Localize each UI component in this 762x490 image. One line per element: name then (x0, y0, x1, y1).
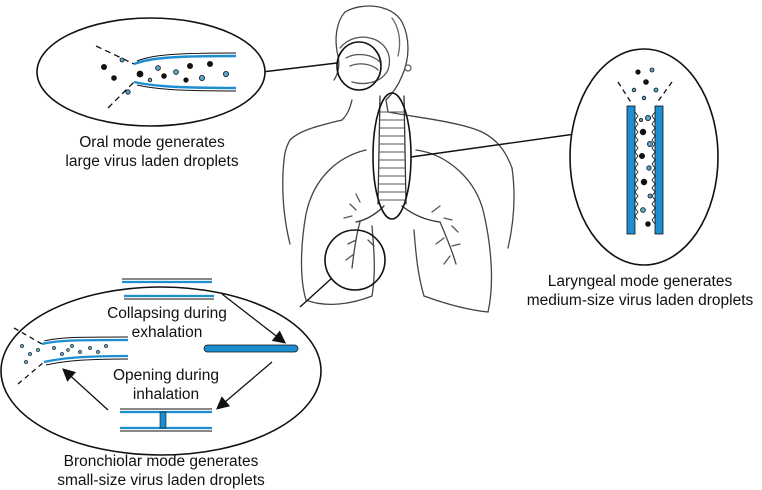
bronchiole-highlight-circle (324, 229, 386, 291)
human-torso-icon (282, 5, 515, 313)
laryngeal-droplets (631, 67, 659, 227)
collapsed-bronchiole (203, 344, 299, 353)
trachea-highlight-oval (372, 92, 412, 220)
oral-connector-line (261, 62, 338, 73)
oral-droplets (101, 57, 229, 95)
bronchiolar-mode-caption: Bronchiolar mode generates small-size vi… (36, 452, 286, 490)
collapsing-caption-line2: exhalation (131, 324, 203, 341)
bronchiolar-droplets (20, 344, 108, 364)
laryngeal-caption-line1: Laryngeal mode generates (547, 273, 733, 290)
oral-airway-lower-wall (133, 80, 237, 90)
opening-caption: Opening during inhalation (110, 366, 222, 404)
collapse-arrow (221, 293, 287, 344)
laryngeal-caption-line2: medium-size virus laden droplets (526, 292, 754, 309)
bronchiolar-connector-line (299, 277, 333, 308)
oral-mode-caption: Oral mode generates large virus laden dr… (52, 133, 252, 171)
oral-mode-panel (36, 17, 266, 127)
bronchiolar-caption-line1: Bronchiolar mode generates (63, 453, 259, 470)
laryngeal-right-wall (654, 105, 664, 235)
laryngeal-mode-caption: Laryngeal mode generates medium-size vir… (520, 272, 760, 310)
collapsing-caption: Collapsing during exhalation (104, 304, 230, 342)
oral-caption-line1: Oral mode generates (79, 134, 225, 151)
collapsing-caption-line1: Collapsing during (107, 305, 227, 322)
laryngeal-left-wall (626, 105, 636, 235)
exhale-arrow (62, 368, 109, 411)
opening-caption-line1: Opening during (113, 367, 219, 384)
oral-caption-line2: large virus laden droplets (65, 153, 239, 170)
bronchiolar-caption-line2: small-size virus laden droplets (57, 472, 265, 489)
oral-airway-upper-wall (133, 54, 237, 66)
opening-arrow (216, 361, 273, 410)
opening-caption-line2: inhalation (132, 386, 200, 403)
laryngeal-connector-line (410, 133, 576, 158)
bronchiolar-mode-panel (0, 278, 322, 456)
laryngeal-mode-panel (569, 48, 719, 266)
mouth-highlight-circle (336, 41, 382, 91)
